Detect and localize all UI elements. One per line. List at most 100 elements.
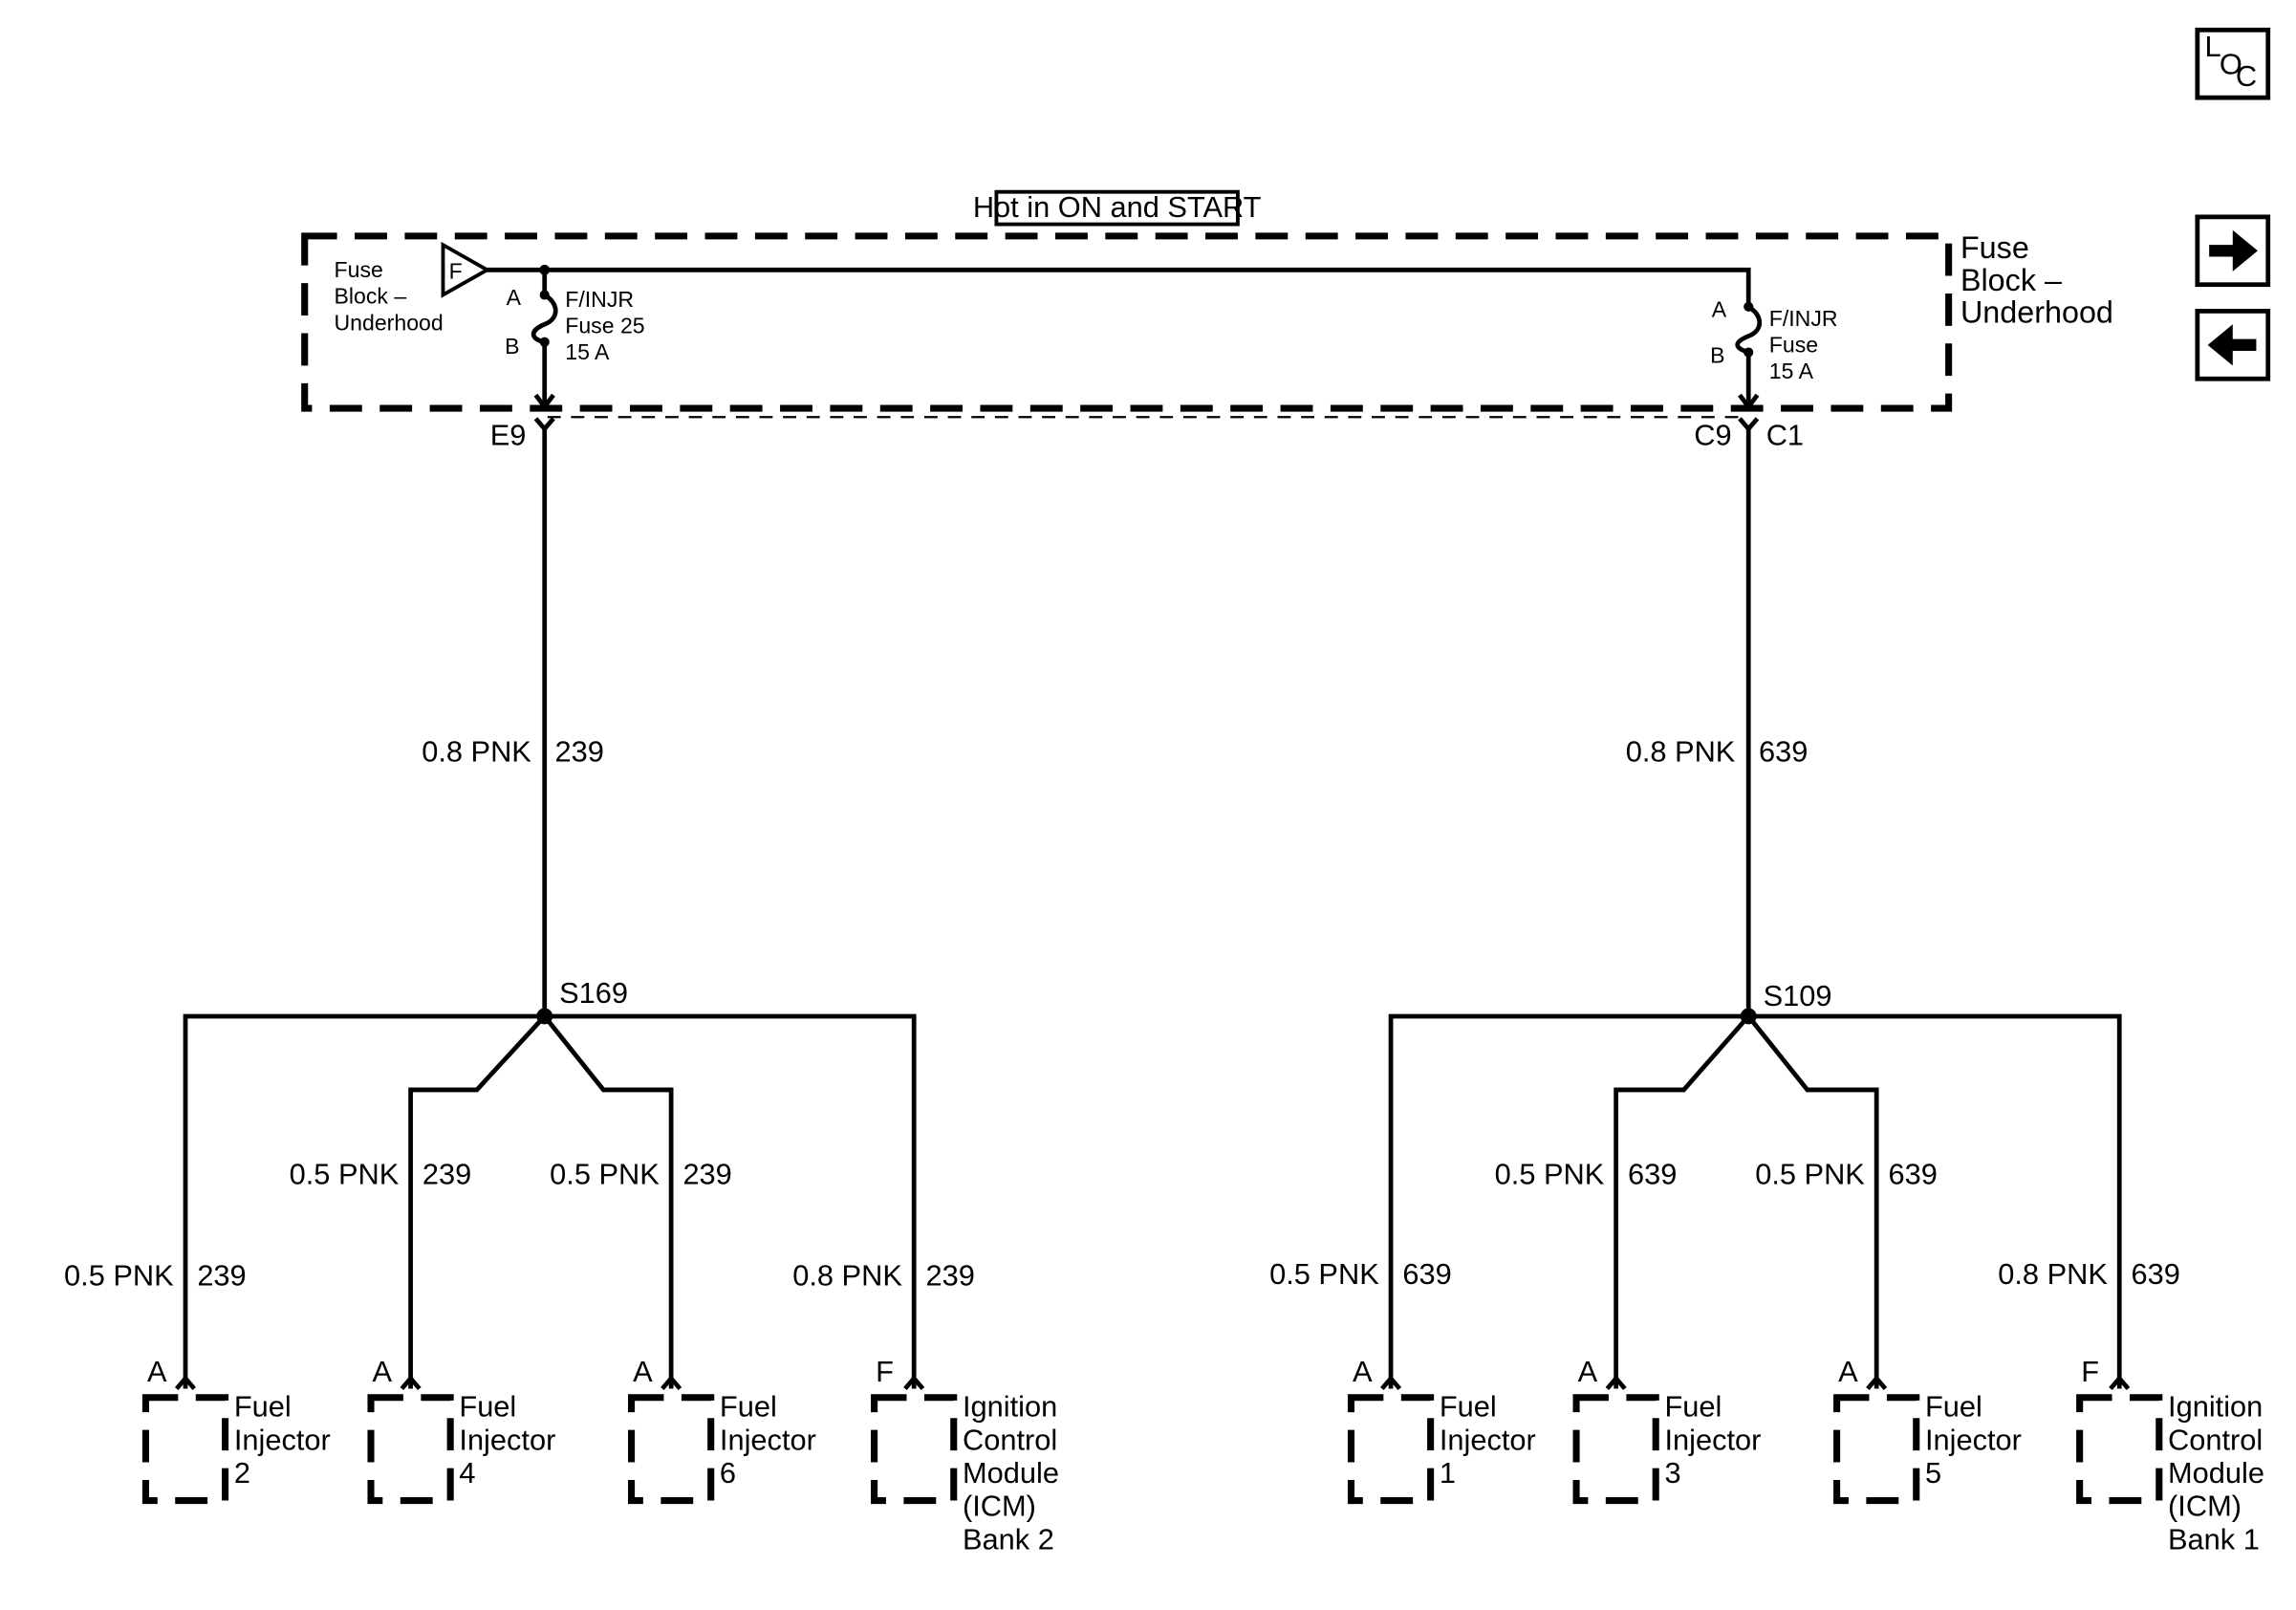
location-button[interactable]: L O C [2195, 27, 2271, 100]
fuse-block-right-line-3: Underhood [1960, 295, 2113, 330]
component-outline [628, 1394, 715, 1505]
fuse-right-name: F/INJR [1769, 306, 1838, 331]
branch-left-4-gauge: 0.8 PNK [792, 1259, 902, 1293]
branch-left-1-circuit: 239 [197, 1259, 246, 1293]
component-name-line: 3 [1664, 1456, 1680, 1490]
previous-page-button[interactable] [2195, 309, 2271, 381]
component-group: AFuelInjector2AFuelInjector4AFuelInjecto… [141, 1355, 2264, 1556]
fuse-right-rating: 15 A [1769, 359, 1814, 383]
component-name-line: Bank 2 [963, 1522, 1054, 1556]
fuse-block-label-left: Fuse Block – Underhood [335, 257, 444, 335]
terminal-icon [1380, 1375, 1402, 1391]
fuse-block-label-right: Fuse Block – Underhood [1960, 230, 2113, 330]
component-outline [141, 1394, 229, 1505]
arrow-right-icon [2209, 229, 2258, 272]
fuse-right-number: Fuse [1769, 333, 1818, 358]
component-pin-label: F [2081, 1355, 2099, 1388]
component-pin-label: A [633, 1355, 653, 1388]
trunk-wire-left-gauge: 0.8 PNK [422, 735, 531, 769]
loc-letter-l: L [2205, 30, 2221, 63]
loc-letter-c: C [2236, 59, 2257, 93]
component-name-line: Ignition [2168, 1390, 2263, 1424]
component-pin-label: A [1578, 1355, 1598, 1388]
fuse-block-left-line-3: Underhood [335, 310, 444, 335]
connector-c9-label: C9 [1694, 419, 1731, 452]
component-outline [871, 1394, 958, 1505]
component-name-line: 2 [234, 1456, 250, 1490]
component-name-line: Injector [1925, 1423, 2022, 1456]
component-outline [1572, 1394, 1659, 1505]
arrow-left-icon [2207, 324, 2257, 366]
component-name-line: Injector [459, 1423, 555, 1456]
component-pin-label: F [876, 1355, 894, 1388]
loc-letter-o: O [2220, 48, 2242, 81]
fuse-bus-line [487, 267, 1751, 307]
bank-left: 0.8 PNK 239 S169 0.5 PNK 239 0.5 PNK 239… [64, 428, 975, 1389]
component-name-line: (ICM) [2168, 1490, 2242, 1523]
bus-bar-marker-letter: F [449, 259, 463, 284]
branch-right-4-gauge: 0.8 PNK [1998, 1257, 2108, 1291]
terminal-icon [903, 1375, 925, 1391]
fuse-left-pin-a: A [507, 285, 522, 310]
bus-bar-marker: F [441, 241, 491, 298]
component-name-line: Control [2168, 1423, 2263, 1456]
branch-left-4-circuit: 239 [925, 1259, 974, 1293]
connector-c1-label: C1 [1766, 419, 1804, 452]
component-name-line: Ignition [963, 1390, 1057, 1424]
next-page-button[interactable] [2195, 214, 2271, 288]
component-name-line: Fuel [1664, 1390, 1722, 1424]
fuse-left-rating: 15 A [565, 339, 610, 364]
component-name-line: (ICM) [963, 1490, 1036, 1523]
fuse-right: A B F/INJR Fuse 15 A [1710, 297, 1838, 411]
bank-right: 0.8 PNK 639 S109 0.5 PNK 639 0.5 PNK 639… [1269, 428, 2180, 1389]
fuse-left-number: Fuse 25 [565, 314, 644, 338]
fuse-block-right-line-2: Block – [1960, 263, 2062, 297]
component-name-line: Fuel [1440, 1390, 1497, 1424]
component-outline [367, 1394, 454, 1505]
component-name-line: Injector [720, 1423, 816, 1456]
terminal-icon [400, 1375, 422, 1391]
component-name-line: Fuel [234, 1390, 292, 1424]
fuse-right-pin-b: B [1710, 342, 1724, 367]
fuse-left: A B F/INJR Fuse 25 15 A [505, 270, 645, 411]
component-name-line: 5 [1925, 1456, 1941, 1490]
branch-left-3-gauge: 0.5 PNK [550, 1157, 660, 1190]
component-name-line: Fuel [720, 1390, 777, 1424]
component-name-line: 4 [459, 1456, 475, 1490]
branch-left-2-circuit: 239 [422, 1157, 471, 1190]
component-name-line: 1 [1440, 1456, 1456, 1490]
branch-right-1-circuit: 639 [1402, 1257, 1451, 1291]
component-outline [1347, 1394, 1435, 1505]
component-name-line: Control [963, 1423, 1057, 1456]
terminal-icon [174, 1375, 197, 1391]
component-pin-label: A [147, 1355, 167, 1388]
component-pin-label: A [1838, 1355, 1858, 1388]
component-name-line: Fuel [459, 1390, 516, 1424]
component-outline [1833, 1394, 1920, 1505]
fuse-block-outline [301, 232, 1953, 412]
component-name-line: Injector [1664, 1423, 1761, 1456]
trunk-wire-left-circuit: 239 [554, 735, 603, 769]
fuse-right-pin-a: A [1712, 297, 1727, 322]
power-status-label: Hot in ON and START [973, 189, 1262, 227]
branch-right-2-circuit: 639 [1628, 1157, 1677, 1190]
branch-right-2-gauge: 0.5 PNK [1495, 1157, 1605, 1190]
branch-left-3-circuit: 239 [682, 1157, 731, 1190]
component-pin-label: A [373, 1355, 393, 1388]
trunk-wire-right-circuit: 639 [1759, 735, 1808, 769]
component-name-line: 6 [720, 1456, 736, 1490]
branch-right-3-gauge: 0.5 PNK [1755, 1157, 1865, 1190]
fuse-block-right-line-1: Fuse [1960, 230, 2029, 265]
fuse-block-left-line-2: Block – [335, 284, 407, 309]
component-name-line: Module [2168, 1456, 2264, 1490]
component-name-line: Bank 1 [2168, 1522, 2260, 1556]
component-name-line: Fuel [1925, 1390, 1982, 1424]
component-name-line: Module [963, 1456, 1059, 1490]
